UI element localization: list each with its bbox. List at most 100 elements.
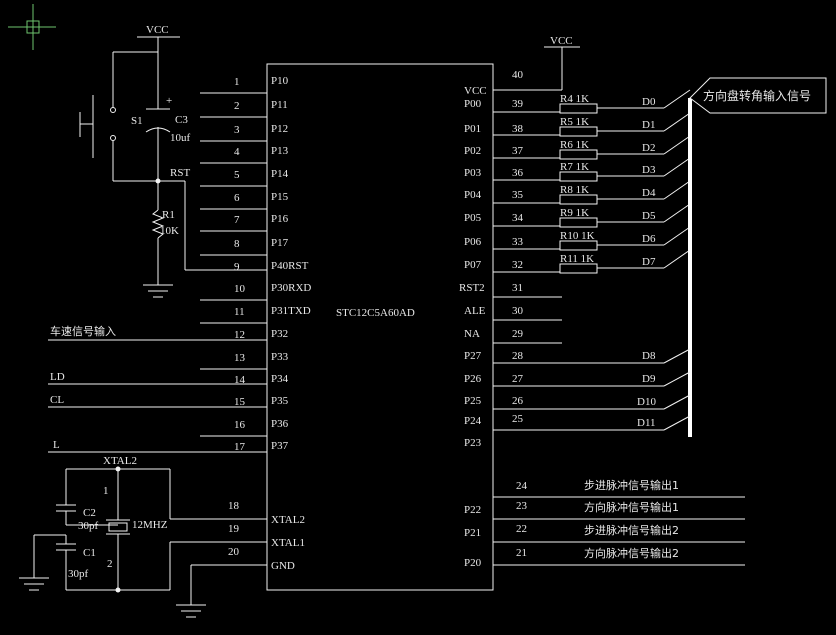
bus-signal-label: D0 [642, 96, 656, 108]
vcc-40-net: VCC [493, 35, 580, 91]
right-pin-number: 31 [512, 282, 523, 294]
left-pin-number: 7 [234, 214, 240, 226]
resistor-label: R11 1K [560, 253, 594, 265]
res-r1-value: 10K [160, 225, 179, 237]
left-pin-number: 10 [234, 283, 246, 295]
left-pin-label: P32 [271, 328, 288, 340]
right-pin-number: 32 [512, 259, 523, 271]
bus-signal-label: D7 [642, 256, 656, 268]
left-pin-number: 9 [234, 261, 240, 273]
left-pin-number: 16 [234, 419, 246, 431]
resistor-label: R9 1K [560, 207, 589, 219]
bus-entry [663, 135, 691, 155]
left-pin-label: P12 [271, 123, 288, 135]
bus-signal-label: D8 [642, 350, 656, 362]
crystal-circuit: XTAL2 1 2 12MHZ C2 30pf C1 30pf [19, 455, 267, 618]
resistor-body [559, 126, 598, 137]
cl-input-label: CL [50, 394, 64, 406]
switch-label: S1 [131, 115, 143, 127]
l-input-label: L [53, 439, 60, 451]
right-pin-number: 23 [516, 500, 528, 512]
right-pin-number: 35 [512, 189, 524, 201]
xtal-pin2: 2 [107, 558, 113, 570]
right-pin-number: 34 [512, 212, 524, 224]
left-pin-number: 13 [234, 352, 246, 364]
cap-c3-value: 10uf [170, 132, 191, 144]
resistor-body [559, 149, 598, 160]
left-pin-number: 2 [234, 100, 240, 112]
left-pin-label: P11 [271, 99, 288, 111]
bus-entry [663, 394, 691, 410]
resistor-body [559, 103, 598, 114]
right-pin-number: 21 [516, 547, 527, 559]
bus-entry [663, 348, 691, 364]
cap-plus-label: + [166, 95, 172, 107]
xtal-freq: 12MHZ [132, 519, 168, 531]
resistor-label: R6 1K [560, 139, 589, 151]
right-pin-label: P23 [464, 437, 482, 449]
left-pin-label: P13 [271, 145, 289, 157]
speed-input-label: 车速信号输入 [50, 324, 116, 338]
right-pin-number: 33 [512, 236, 524, 248]
mcu-chip-name: STC12C5A60AD [336, 307, 415, 319]
input-signals: 车速信号输入 LD CL L [48, 324, 267, 453]
right-pin-number: 30 [512, 305, 524, 317]
left-pin-label: GND [271, 560, 295, 572]
left-pin-label: XTAL1 [271, 537, 305, 549]
right-pin-number: 29 [512, 328, 524, 340]
resistor-body [559, 263, 598, 274]
right-pin-number: 25 [512, 413, 524, 425]
bus-entry [663, 249, 691, 269]
left-pin-label: P14 [271, 168, 289, 180]
right-pin-number: 28 [512, 350, 524, 362]
left-pin-number: 6 [234, 192, 240, 204]
bus-entry [663, 180, 691, 200]
bus-signal-label: D2 [642, 142, 655, 154]
rst-label: RST [170, 167, 190, 179]
right-pin-label: P07 [464, 259, 482, 271]
reset-vcc-label: VCC [146, 24, 169, 36]
left-pin-label: P30RXD [271, 282, 311, 294]
output-label: 步进脉冲信号输出2 [584, 523, 679, 537]
left-pin-label: P35 [271, 395, 289, 407]
right-pin-label: P21 [464, 527, 481, 539]
resistor-body [559, 217, 598, 228]
left-pin-label: P31TXD [271, 305, 311, 317]
resistor-body [559, 240, 598, 251]
left-pin-number: 5 [234, 169, 240, 181]
right-pin-number: 26 [512, 395, 524, 407]
right-pin-label: VCC [464, 85, 487, 97]
bus-entry [663, 226, 691, 246]
left-pin-number: 3 [234, 124, 240, 136]
right-pin-label: RST2 [459, 282, 485, 294]
left-pin-number: 17 [234, 441, 246, 453]
left-pin-number: 14 [234, 374, 246, 386]
left-pin-label: P17 [271, 237, 289, 249]
bus-signal-label: D5 [642, 210, 656, 222]
left-pin-label: P10 [271, 75, 289, 87]
bus-entry [663, 157, 691, 177]
left-pin-number: 8 [234, 238, 240, 250]
left-pin-label: P15 [271, 191, 289, 203]
right-pin-number: 39 [512, 98, 524, 110]
left-pin-label: P16 [271, 213, 289, 225]
bus-signal-label: D3 [642, 164, 656, 176]
left-pin-number: 15 [234, 396, 246, 408]
resistor-label: R8 1K [560, 184, 589, 196]
left-pin-number: 20 [228, 546, 240, 558]
left-pin-number: 12 [234, 329, 245, 341]
resistor-label: R7 1K [560, 161, 589, 173]
resistor-label: R4 1K [560, 93, 589, 105]
left-pin-number: 1 [234, 76, 240, 88]
bus-entry [663, 371, 691, 387]
left-pin-label: P37 [271, 440, 289, 452]
right-pin-label: P02 [464, 145, 481, 157]
right-pin-label: P26 [464, 373, 482, 385]
output-label: 方向脉冲信号输出1 [584, 500, 679, 514]
right-pin-label: P03 [464, 167, 482, 179]
xtal2-net-label: XTAL2 [103, 455, 137, 467]
cap-c1-label: C1 [83, 547, 96, 559]
right-pin-label: P20 [464, 557, 482, 569]
bus-entry [663, 203, 691, 223]
